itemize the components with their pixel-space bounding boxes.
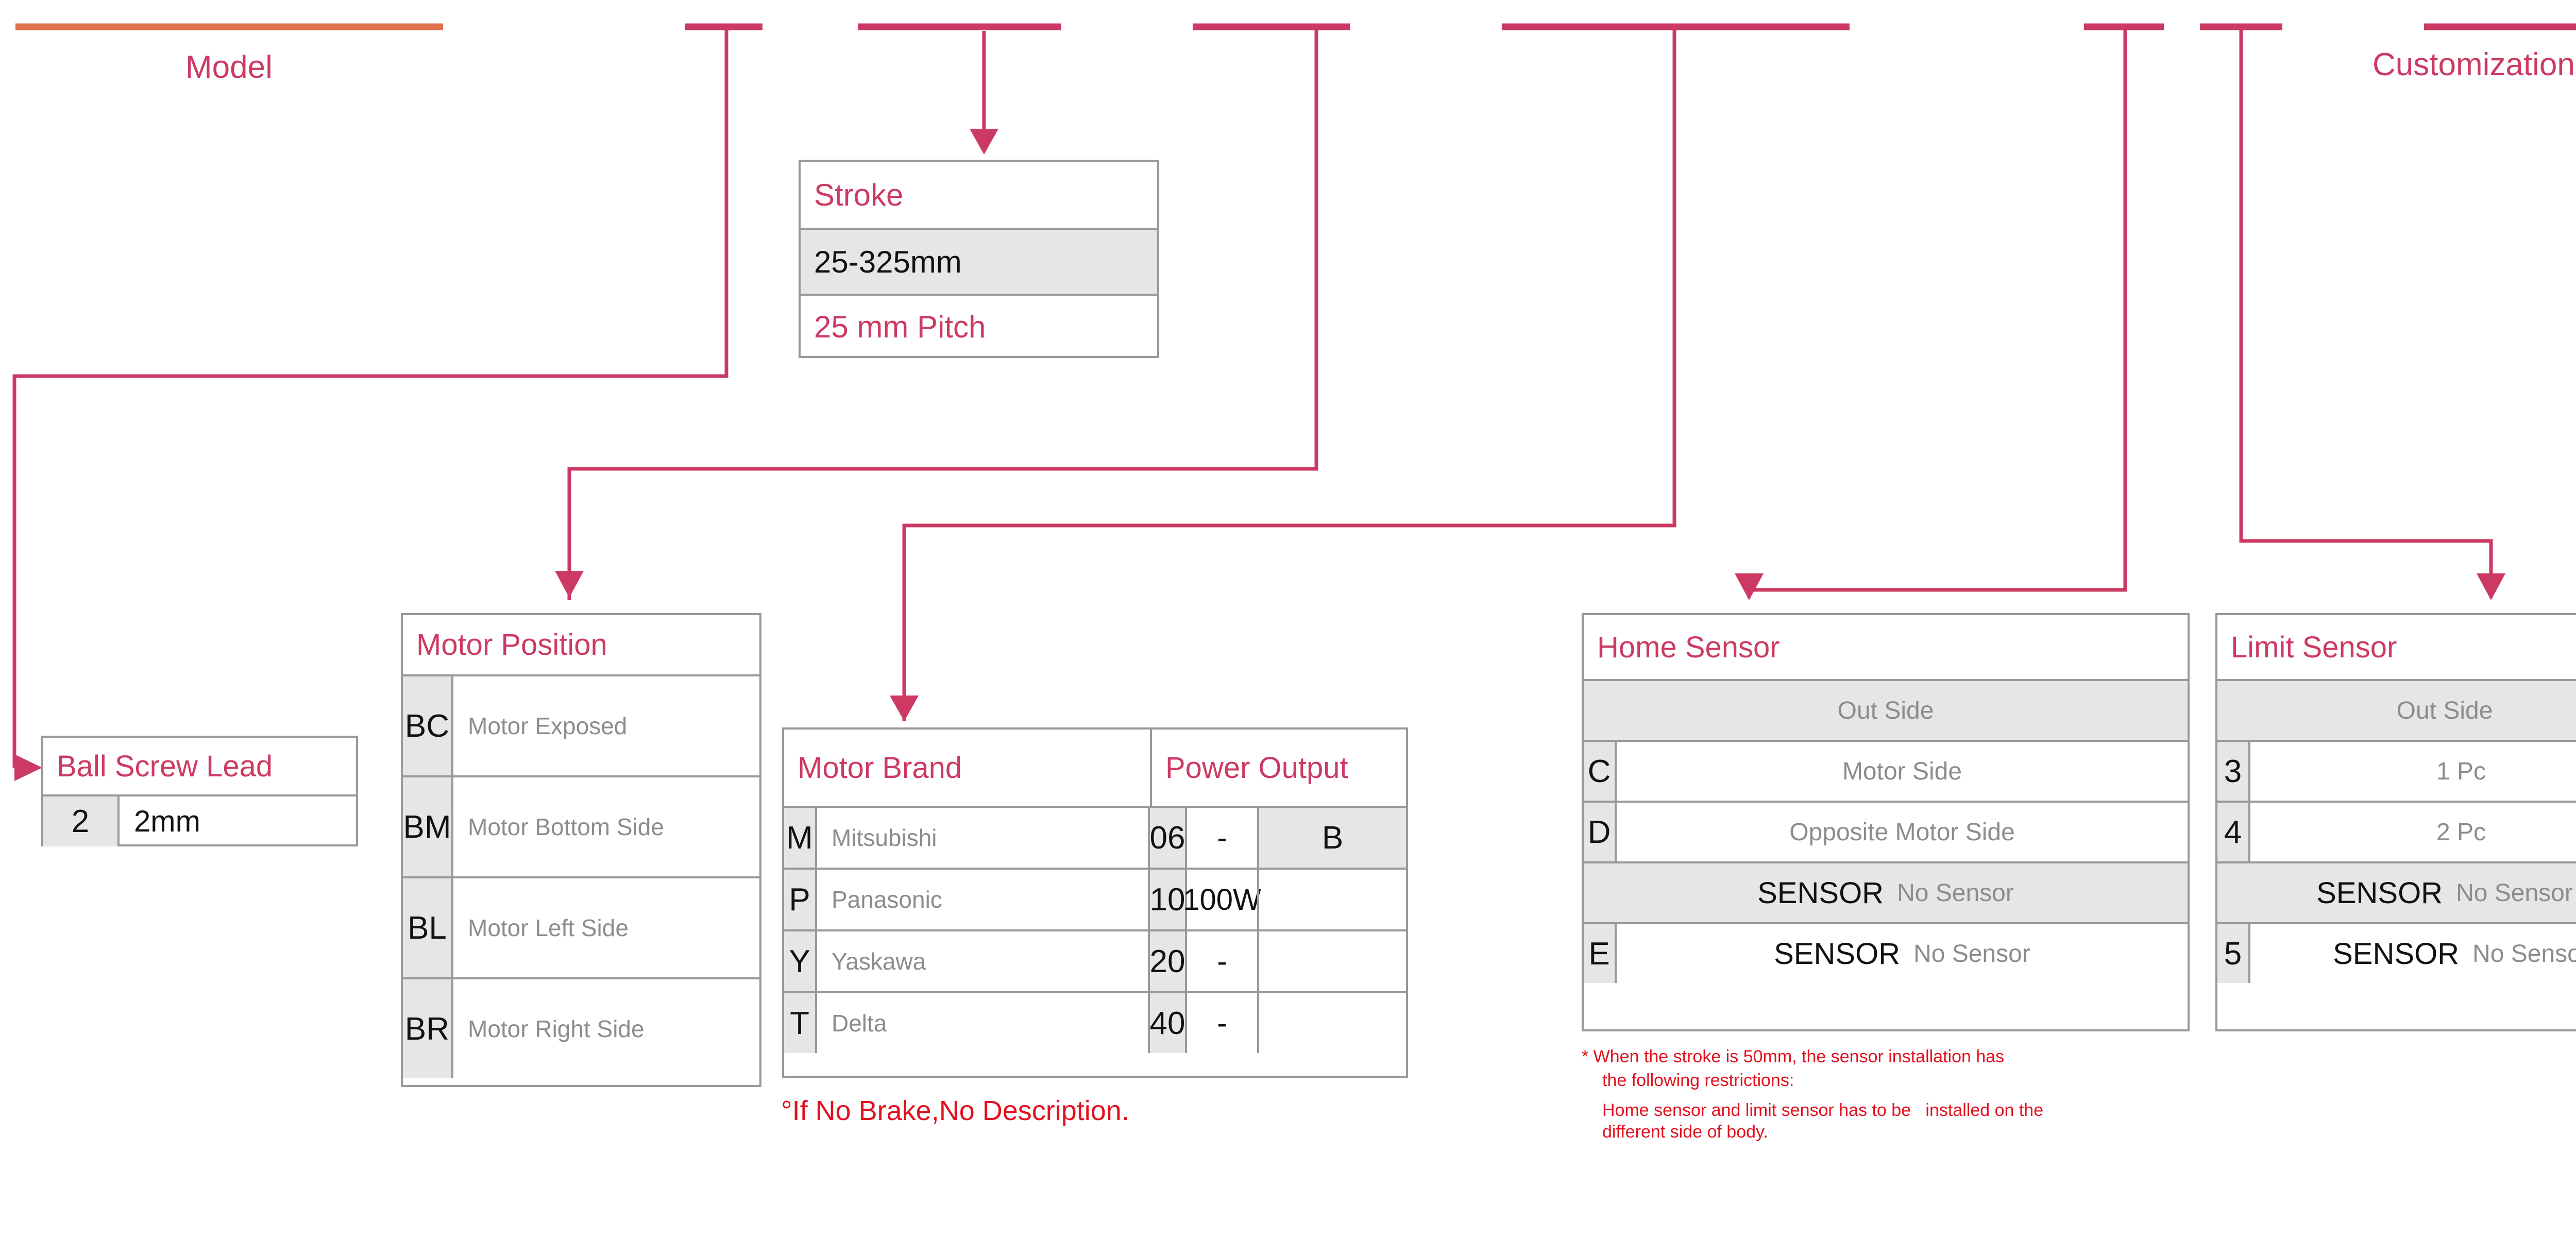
home-sensor-title: Home Sensor	[1597, 630, 1780, 664]
home-sensor-code: C	[1584, 742, 1615, 801]
stroke-pitch: 25 mm Pitch	[814, 310, 986, 344]
limit-sensor-code: 5	[2217, 924, 2248, 983]
table-row: 3 1 Pc	[2217, 740, 2576, 801]
top-label-model: Model	[185, 49, 273, 85]
limit-sensor-code: 3	[2217, 742, 2248, 801]
motor-brand-code: M	[784, 808, 815, 868]
stroke-title: Stroke	[814, 177, 904, 212]
power-output-brake-code	[1257, 931, 1406, 991]
motor-brand-desc: Yaskawa	[815, 931, 1148, 991]
table-row: C Motor Side	[1584, 740, 2188, 801]
no-brake-footnote: °If No Brake,No Description.	[781, 1095, 1129, 1126]
stroke-value-row: 25-325mm	[801, 228, 1157, 294]
limit-sensor-desc: 2 Pc	[2248, 803, 2576, 861]
stroke-box: Stroke 25-325mm 25 mm Pitch	[799, 160, 1159, 358]
motor-position-code: BC	[403, 676, 451, 775]
limit-sensor-box: Limit Sensor Out Side 3 1 Pc 4 2 Pc SENS…	[2215, 613, 2576, 1031]
motor-position-code: BR	[403, 979, 451, 1078]
motor-brand-desc: Mitsubishi	[815, 808, 1148, 868]
motor-brand-power-output-box: Motor Brand Power Output M Mitsubishi 06…	[782, 727, 1408, 1078]
limit-sensor-title: Limit Sensor	[2231, 630, 2397, 664]
limit-sensor-code: 4	[2217, 803, 2248, 861]
table-row: BR Motor Right Side	[403, 977, 759, 1078]
home-sensor-band: SENSOR No Sensor	[1584, 861, 2188, 922]
table-row: 4 2 Pc	[2217, 801, 2576, 861]
table-row: E SENSOR No Sensor	[1584, 922, 2188, 983]
sensor-restriction-footnote-line3: Home sensor and limit sensor has to be i…	[1602, 1100, 2044, 1120]
ball-screw-lead-box: Ball Screw Lead 2 2mm	[41, 736, 358, 846]
table-row: 5 SENSOR No Sensor	[2217, 922, 2576, 983]
table-row: M Mitsubishi 06 - B	[784, 806, 1406, 868]
motor-position-title: Motor Position	[416, 628, 607, 662]
table-row: 2 2mm	[43, 794, 356, 846]
home-sensor-sensor-label: SENSOR	[1774, 937, 1901, 971]
motor-position-code: BM	[403, 777, 451, 876]
motor-brand-code: Y	[784, 931, 815, 991]
limit-sensor-band-desc: No Sensor	[2456, 879, 2573, 907]
power-output-watt: -	[1185, 993, 1257, 1053]
power-output-code: 40	[1148, 993, 1185, 1053]
motor-brand-code: T	[784, 993, 815, 1053]
table-row: D Opposite Motor Side	[1584, 801, 2188, 861]
home-sensor-band-label: SENSOR	[1757, 876, 1884, 910]
sensor-restriction-footnote-line2: the following restrictions:	[1602, 1071, 1794, 1090]
motor-position-desc: Motor Right Side	[451, 979, 759, 1078]
motor-position-code: BL	[403, 878, 451, 977]
top-label-customization-order-no: Customization Order No.	[2372, 47, 2576, 82]
power-output-code: 20	[1148, 931, 1185, 991]
sensor-restriction-footnote-line4: different side of body.	[1602, 1122, 1768, 1142]
limit-sensor-subheader: Out Side	[2217, 679, 2576, 740]
power-output-watt: 100W	[1183, 870, 1261, 929]
power-output-brake-code: B	[1257, 808, 1406, 868]
motor-brand-desc: Delta	[815, 993, 1148, 1053]
home-sensor-band-desc: No Sensor	[1897, 879, 2014, 907]
motor-brand-code: P	[784, 870, 815, 929]
limit-sensor-desc: 1 Pc	[2248, 742, 2576, 801]
motor-position-desc: Motor Exposed	[451, 676, 759, 775]
motor-position-box: Motor Position BC Motor Exposed BM Motor…	[401, 613, 761, 1087]
limit-sensor-sensor-label: SENSOR	[2333, 937, 2460, 971]
home-sensor-subheader-label: Out Side	[1837, 697, 1934, 724]
home-sensor-code: E	[1584, 924, 1615, 983]
power-output-code: 06	[1148, 808, 1185, 868]
power-output-watt: -	[1185, 931, 1257, 991]
table-row: BM Motor Bottom Side	[403, 775, 759, 876]
sensor-restriction-footnote-line1: * When the stroke is 50mm, the sensor in…	[1582, 1047, 2005, 1066]
home-sensor-code: D	[1584, 803, 1615, 861]
limit-sensor-subheader-label: Out Side	[2396, 697, 2493, 724]
table-row: BC Motor Exposed	[403, 674, 759, 775]
table-row: T Delta 40 -	[784, 991, 1406, 1053]
home-sensor-subheader: Out Side	[1584, 679, 2188, 740]
power-output-brake-code	[1257, 870, 1406, 929]
motor-brand-desc: Panasonic	[815, 870, 1148, 929]
home-sensor-desc: Opposite Motor Side	[1615, 803, 2188, 861]
motor-position-desc: Motor Bottom Side	[451, 777, 759, 876]
table-row: P Panasonic 10 100W	[784, 868, 1406, 929]
home-sensor-desc: Motor Side	[1615, 742, 2188, 801]
power-output-code: 10	[1148, 870, 1185, 929]
table-row: Y Yaskawa 20 -	[784, 929, 1406, 991]
power-output-brake-code	[1257, 993, 1406, 1053]
motor-brand-title: Motor Brand	[798, 751, 962, 785]
ball-screw-lead-desc: 2mm	[117, 796, 356, 846]
home-sensor-sensor-cell: SENSOR No Sensor	[1615, 924, 2188, 983]
limit-sensor-band: SENSOR No Sensor	[2217, 861, 2576, 922]
stroke-value: 25-325mm	[814, 244, 962, 279]
limit-sensor-sensor-desc: No Sensor	[2472, 940, 2576, 968]
stroke-pitch-row: 25 mm Pitch	[801, 294, 1157, 358]
home-sensor-sensor-desc: No Sensor	[1913, 940, 2030, 968]
motor-position-desc: Motor Left Side	[451, 878, 759, 977]
table-row: BL Motor Left Side	[403, 876, 759, 977]
home-sensor-box: Home Sensor Out Side C Motor Side D Oppo…	[1582, 613, 2190, 1031]
limit-sensor-sensor-cell: SENSOR No Sensor	[2248, 924, 2576, 983]
power-output-watt: -	[1185, 808, 1257, 868]
ball-screw-lead-code: 2	[43, 796, 117, 846]
power-output-title: Power Output	[1150, 730, 1406, 806]
ball-screw-lead-title: Ball Screw Lead	[57, 749, 273, 783]
limit-sensor-band-label: SENSOR	[2316, 876, 2443, 910]
